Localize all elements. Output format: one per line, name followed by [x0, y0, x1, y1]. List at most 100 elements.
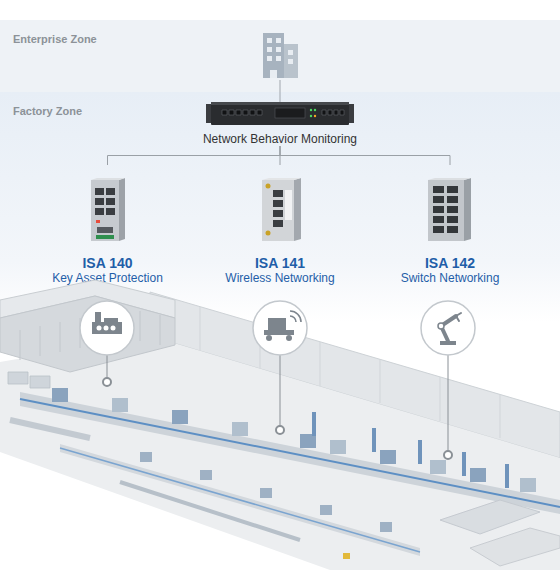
forklift — [343, 553, 350, 559]
device-label-plate — [285, 190, 292, 220]
storage-stack — [440, 500, 540, 534]
device-side — [294, 178, 301, 241]
factory-floor — [0, 336, 560, 570]
product-function: Switch Networking — [401, 271, 500, 285]
machine-icon — [104, 318, 118, 322]
monitoring-appliance — [206, 102, 354, 125]
secondary-conveyor — [60, 444, 420, 556]
device-body — [428, 180, 464, 241]
floor-conveyor — [10, 420, 90, 438]
machine-units — [52, 388, 486, 482]
robot-icon — [456, 313, 461, 321]
building-door — [270, 70, 277, 78]
antenna-connector — [266, 184, 271, 189]
factory-back-wall — [150, 292, 560, 458]
agv-icon — [286, 335, 292, 341]
device-side — [464, 178, 471, 241]
device-ports — [95, 188, 115, 215]
robot-posts — [312, 412, 509, 488]
status-led — [310, 115, 312, 117]
appliance-body — [211, 102, 349, 125]
device-connector — [97, 227, 113, 233]
callout-robot — [421, 301, 475, 459]
product-name: ISA 142 — [425, 255, 475, 271]
callout-circle — [80, 301, 134, 355]
leader-line — [107, 355, 108, 378]
bracket-connector — [280, 146, 450, 165]
uplink-wire — [280, 80, 281, 102]
rack-ear — [206, 104, 211, 123]
gateway-device — [91, 178, 125, 241]
antenna-connector — [266, 231, 271, 236]
product-function: Key Asset Protection — [52, 271, 163, 285]
device-ports — [273, 190, 283, 227]
robot-icon — [440, 341, 456, 345]
rack-ear — [349, 104, 354, 123]
device-caption: Network Behavior Monitoring — [203, 132, 357, 146]
device-side — [119, 178, 125, 241]
location-pin — [276, 426, 284, 434]
agv-icon — [268, 318, 286, 330]
bracket-connector — [280, 146, 281, 165]
wall-panels — [200, 307, 500, 438]
robot-icon — [441, 316, 456, 341]
robot-icon — [438, 323, 444, 329]
switch-ports — [433, 186, 458, 233]
device-top — [91, 178, 125, 180]
machine-icon — [111, 326, 116, 331]
switch-device — [428, 178, 471, 241]
leader-line — [280, 355, 281, 426]
status-led — [96, 220, 100, 223]
conveyor-rail — [20, 399, 560, 507]
callout-circle — [253, 301, 307, 355]
building-block — [284, 44, 298, 78]
machine-icon — [95, 312, 101, 322]
floor-conveyor — [120, 482, 300, 540]
enterprise-building-icon — [263, 33, 298, 78]
machine-icon — [104, 326, 109, 331]
building-block — [263, 33, 284, 78]
machine-icon — [97, 326, 102, 331]
main-conveyor — [20, 392, 560, 514]
bracket-connector — [108, 146, 281, 165]
terminal-block — [96, 235, 114, 239]
wireless-device — [262, 178, 301, 241]
wifi-icon — [290, 311, 301, 322]
callout-agv — [253, 301, 307, 434]
appliance-slot — [275, 108, 305, 118]
device-body — [262, 180, 294, 241]
product-function: Wireless Networking — [225, 271, 334, 285]
status-led — [314, 109, 316, 111]
factory-roof — [0, 280, 175, 318]
agv-icon — [264, 330, 294, 335]
machine-icon — [92, 322, 122, 334]
appliance-ports — [222, 110, 344, 115]
product-node: ISA 142Switch Networking — [385, 165, 515, 285]
product-node: ISA 140Key Asset Protection — [45, 165, 170, 285]
enterprise-zone-band: Enterprise Zone — [0, 20, 560, 92]
location-pin — [103, 378, 111, 386]
location-pin — [444, 451, 452, 459]
factory-building — [0, 296, 175, 372]
building-windows — [267, 38, 293, 64]
monitoring-node: Network Behavior Monitoring — [195, 100, 365, 146]
leader-line — [448, 355, 449, 451]
product-name: ISA 141 — [255, 255, 305, 271]
machine-units — [140, 452, 392, 532]
zone-label: Enterprise Zone — [13, 33, 97, 46]
device-body — [91, 180, 119, 241]
machine-units — [112, 398, 536, 492]
product-name: ISA 140 — [82, 255, 132, 271]
entry-equipment — [8, 372, 50, 388]
callout-circle — [421, 301, 475, 355]
conveyor-rail — [60, 448, 420, 552]
appliance-top — [211, 102, 349, 105]
factory-illustration — [0, 280, 560, 570]
product-node: ISA 141Wireless Networking — [210, 165, 350, 285]
device-top — [428, 178, 471, 180]
device-top — [262, 178, 301, 180]
storage-stack — [470, 528, 560, 566]
